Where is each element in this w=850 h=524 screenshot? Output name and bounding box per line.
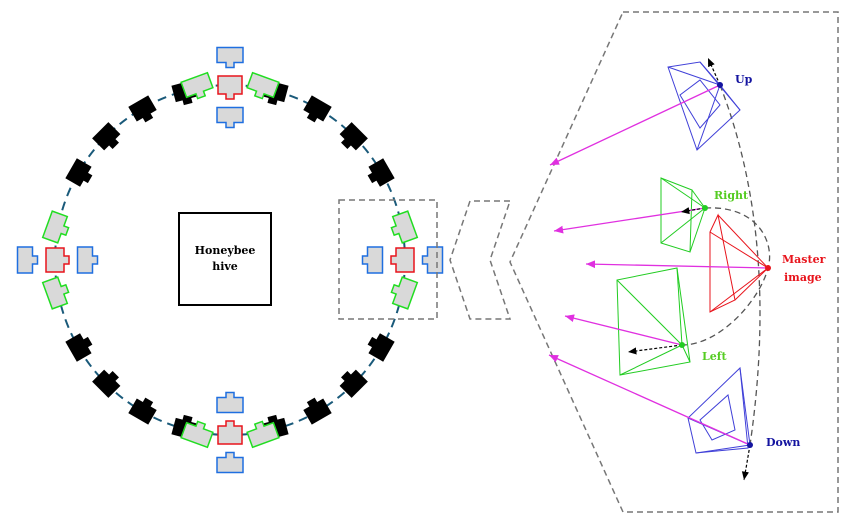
hive-label-line2: hive [212,260,238,273]
side-camera-icon [390,210,419,244]
label-master-line2: image [784,271,822,284]
frustum-master [709,213,769,313]
side-camera-icon [246,71,280,100]
side-camera-icon [180,420,214,449]
black-camera-icon [92,369,121,398]
ring-cameras [16,46,444,474]
frustum-right [660,177,706,253]
label-down: Down [766,436,800,449]
black-camera-icon [339,122,368,151]
camera-point-right [702,205,708,211]
camera-point-down [747,442,753,448]
master-camera-icon [45,247,70,273]
side-camera-icon [246,420,280,449]
direction-arrows [627,57,751,481]
label-right: Right [714,189,749,202]
black-camera-icon [92,122,121,151]
updown-camera-icon [361,246,384,274]
black-camera-icon [128,397,157,425]
black-camera-icon [367,158,395,187]
frustum-up [667,61,741,151]
side-camera-icon [180,71,214,100]
zoom-region [338,199,438,320]
master-camera-icon [217,420,243,445]
black-camera-icon [303,95,332,123]
updown-camera-icon [216,46,244,69]
black-camera-icon [128,95,157,123]
black-camera-icon [65,333,93,362]
black-camera-icon [65,158,93,187]
black-camera-icon [303,397,332,425]
label-left: Left [702,350,727,363]
label-up: Up [735,73,753,86]
view-rays [548,84,769,446]
updown-camera-icon [16,246,39,274]
master-camera-icon [217,75,243,100]
label-master-line1: Master [782,253,826,266]
zoom-connector [449,200,512,320]
hive-label-line1: Honeybee [195,244,256,257]
camera-arc [719,84,761,446]
side-camera-icon [41,276,70,310]
updown-camera-icon [216,391,244,414]
zoom-panel [509,11,839,513]
updown-camera-icon [76,246,99,274]
hive-box: Honeybee hive [178,212,272,306]
camera-point-up [717,82,723,88]
master-camera-icon [390,247,415,273]
black-camera-icon [367,333,395,362]
camera-point-master [765,265,771,271]
frustum-left [616,267,691,376]
black-camera-icon [339,369,368,398]
updown-camera-icon [216,451,244,474]
updown-camera-icon [216,106,244,129]
side-camera-icon [390,276,419,310]
side-camera-icon [41,210,70,244]
updown-camera-icon [421,246,444,274]
camera-point-left [679,342,685,348]
